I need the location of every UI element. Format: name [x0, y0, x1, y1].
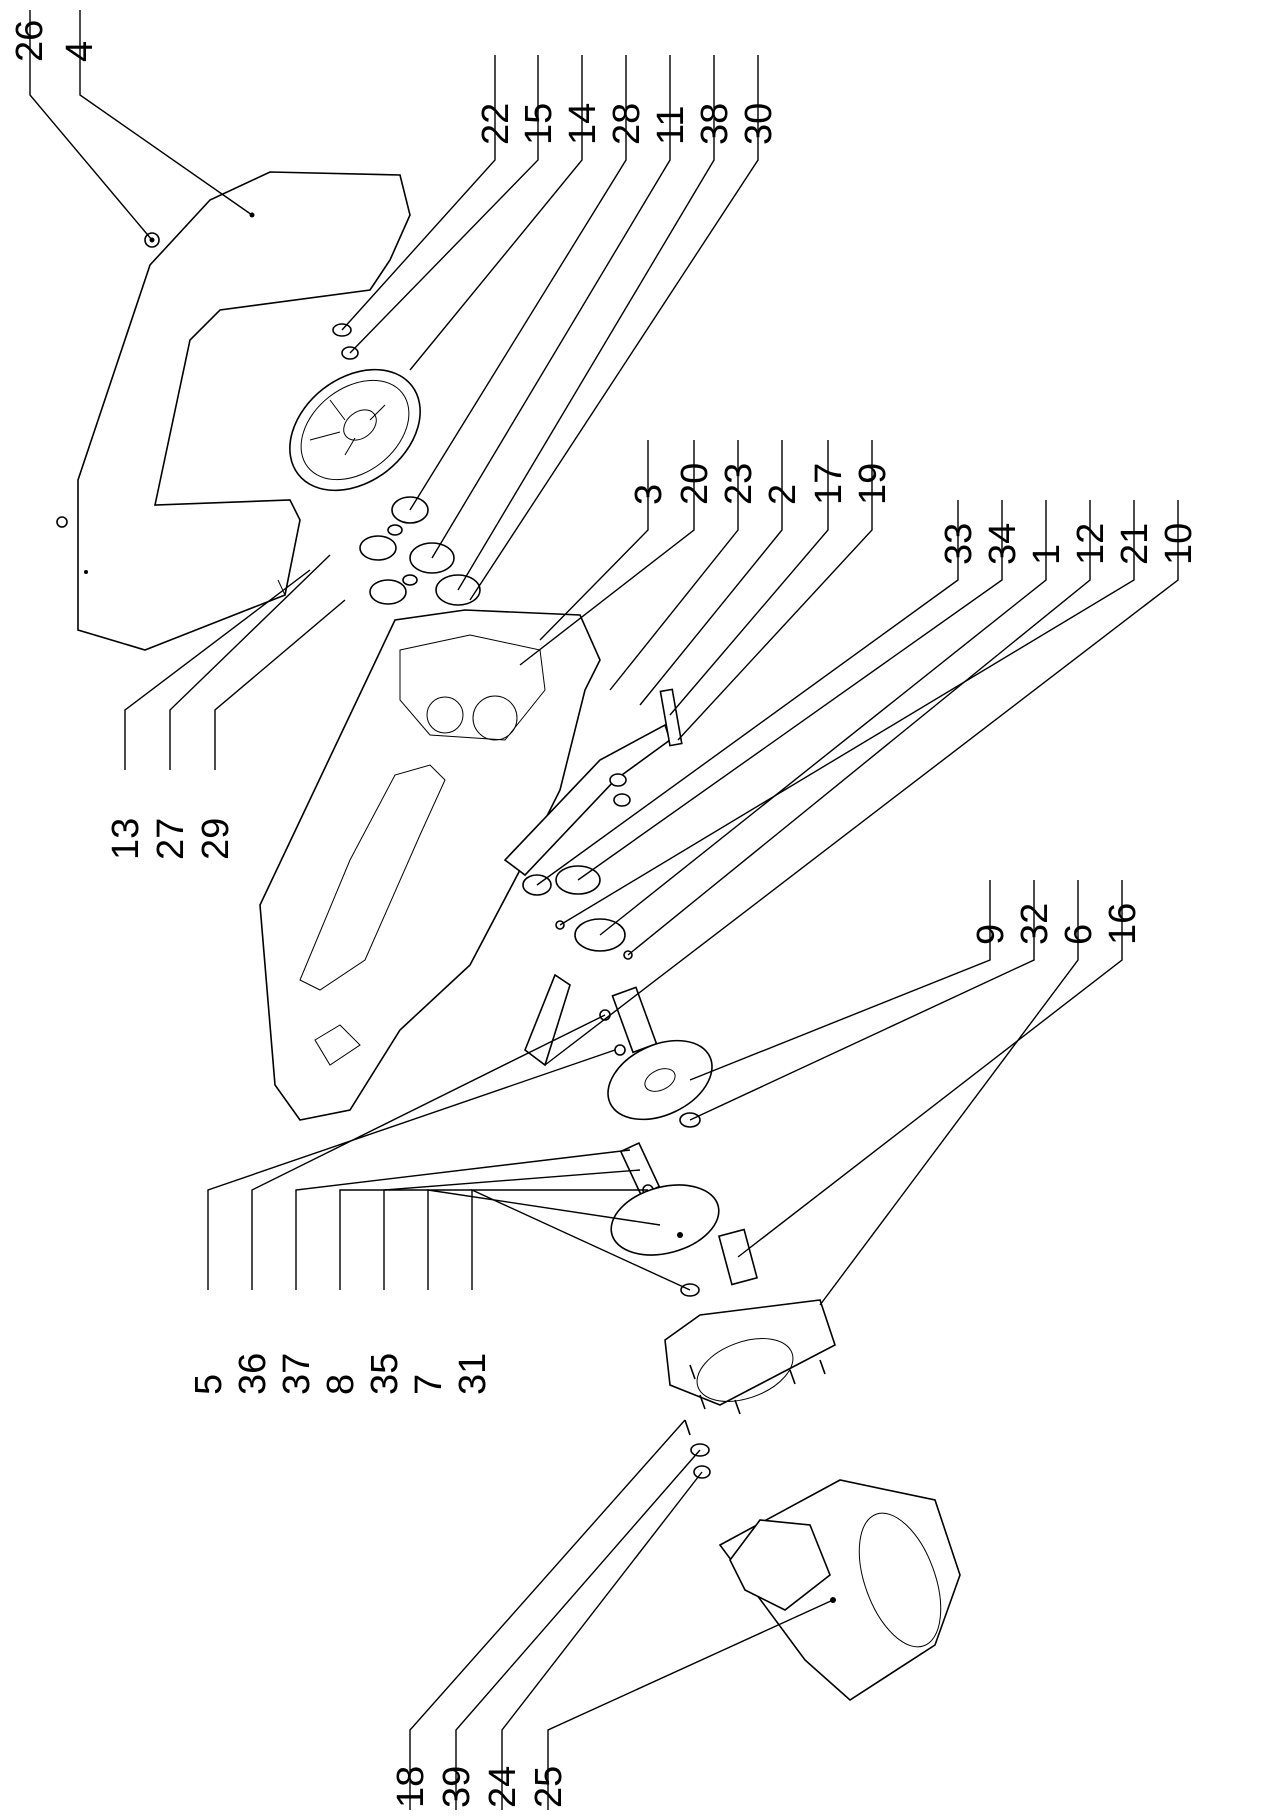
- callout-28: 28: [606, 103, 648, 145]
- callout-31: 31: [452, 1353, 494, 1395]
- callout-8: 8: [320, 1374, 362, 1395]
- callout-22: 22: [475, 103, 517, 145]
- part-22-15-screw-washer: [332, 323, 359, 360]
- callout-34: 34: [982, 523, 1024, 565]
- callout-35: 35: [364, 1353, 406, 1395]
- callout-30: 30: [738, 103, 780, 145]
- parts-2-17-19-tension-arm: [503, 688, 683, 877]
- callout-14: 14: [562, 103, 604, 145]
- callout-13: 13: [105, 818, 147, 860]
- callout-36: 36: [232, 1353, 274, 1395]
- callout-2: 2: [762, 484, 804, 505]
- callout-24: 24: [482, 1766, 524, 1808]
- part-4-blade-guard-cover: [56, 171, 411, 651]
- leader-lines: [29, 10, 1179, 1810]
- callout-27: 27: [150, 818, 192, 860]
- part-7-motor-pulley: [610, 1184, 720, 1297]
- callout-12: 12: [1070, 523, 1112, 565]
- callout-26: 26: [9, 20, 51, 62]
- callout-39: 39: [436, 1766, 478, 1808]
- callout-15: 15: [518, 103, 560, 145]
- callout-16: 16: [1102, 903, 1144, 945]
- callout-5: 5: [188, 1374, 230, 1395]
- part-9-drive-pulley: [607, 1039, 713, 1128]
- callout-37: 37: [276, 1353, 318, 1395]
- callout-25: 25: [528, 1766, 570, 1808]
- callout-3: 3: [628, 484, 670, 505]
- callout-7: 7: [408, 1374, 450, 1395]
- callout-4: 4: [59, 41, 101, 62]
- callout-23: 23: [718, 463, 760, 505]
- part-6-motor-plate: [664, 1299, 836, 1415]
- callout-11: 11: [650, 106, 692, 145]
- part-5-shaft: [599, 986, 658, 1056]
- callout-6: 6: [1058, 924, 1100, 945]
- callout-labels: 26 4 22 15 14 28 11 38 30 3 20 23 2 17 1…: [9, 20, 1200, 1808]
- callout-21: 21: [1114, 523, 1156, 565]
- callout-32: 32: [1014, 903, 1056, 945]
- callout-9: 9: [970, 924, 1012, 945]
- parts-18-39-24-hardware: [684, 1419, 711, 1479]
- parts-11-38-30-bearings: [359, 496, 481, 606]
- callout-18: 18: [390, 1766, 432, 1808]
- parts-33-34-1-12-seal-plates: [522, 865, 633, 960]
- part-3-frame-body: [259, 609, 601, 1121]
- callout-1: 1: [1026, 544, 1068, 565]
- callout-29: 29: [195, 818, 237, 860]
- callout-10: 10: [1158, 523, 1200, 565]
- callout-20: 20: [674, 463, 716, 505]
- part-25-motor: [718, 1479, 961, 1702]
- callout-38: 38: [694, 103, 736, 145]
- part-10-bracket: [524, 973, 571, 1067]
- callout-17: 17: [808, 463, 850, 505]
- callout-33: 33: [938, 523, 980, 565]
- callout-19: 19: [852, 463, 894, 505]
- part-14-upper-wheel: [289, 368, 421, 492]
